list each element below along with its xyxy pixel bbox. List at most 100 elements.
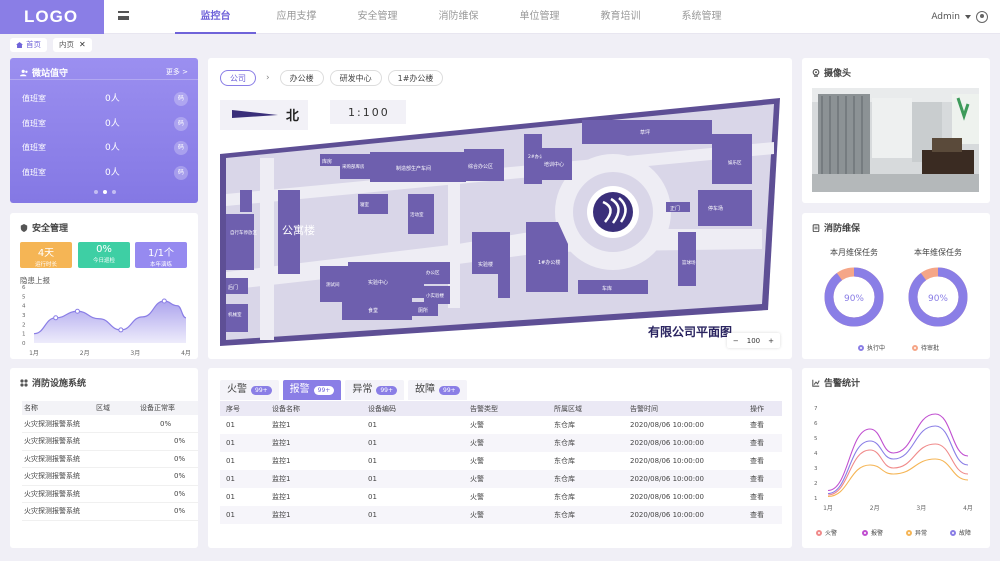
qrcode-button[interactable]: 码 — [174, 92, 188, 106]
series-line — [827, 458, 969, 498]
home-icon — [16, 42, 23, 48]
stat-runtime: 4天 运行时长 — [20, 242, 72, 268]
svg-text:2#办公楼: 2#办公楼 — [528, 153, 549, 160]
table-cell: 2020/08/06 10:00:00 — [624, 434, 744, 452]
month-donut-progress — [824, 267, 884, 327]
table-cell: 01 — [226, 493, 235, 501]
table-cell: 东仓库 — [554, 457, 575, 465]
chevron-right-icon: › — [266, 73, 270, 83]
view-link[interactable]: 查看 — [744, 506, 782, 524]
svg-text:寝室: 寝室 — [360, 201, 369, 208]
carousel-dots[interactable] — [94, 190, 116, 194]
view-link[interactable]: 查看 — [750, 457, 764, 465]
duty-row: 值班室 0人 码 — [22, 117, 188, 131]
view-link[interactable]: 查看 — [750, 493, 764, 501]
close-icon[interactable]: ✕ — [79, 40, 86, 49]
breadcrumb-rd[interactable]: 研发中心 — [329, 70, 382, 86]
nav-app-support[interactable]: 应用支撑 — [276, 11, 317, 22]
svg-text:后门: 后门 — [228, 284, 238, 291]
qrcode-button[interactable]: 码 — [174, 166, 188, 180]
svg-text:娱乐区: 娱乐区 — [728, 159, 742, 166]
series-line — [827, 425, 969, 495]
nav-unit[interactable]: 单位管理 — [519, 11, 560, 22]
x-tick-label: 2月 — [80, 350, 90, 357]
svg-text:采购部库房: 采购部库房 — [342, 163, 365, 170]
svg-text:综合办公区: 综合办公区 — [468, 163, 493, 170]
grid-icon — [20, 378, 28, 387]
x-tick-label: 1月 — [823, 505, 833, 512]
svg-text:制造部生产车间: 制造部生产车间 — [396, 165, 431, 172]
nav-education[interactable]: 教育培训 — [600, 11, 641, 22]
nav-monitor[interactable]: 监控台 — [175, 0, 256, 34]
duty-count: 0人 — [105, 143, 120, 153]
page-tabs: 首页 内页 ✕ — [10, 38, 92, 52]
table-cell: 01 — [220, 470, 266, 488]
chevron-down-icon — [965, 15, 971, 19]
year-donut: 90% — [908, 267, 968, 327]
tab-home[interactable]: 首页 — [10, 38, 47, 52]
table-cell: 火警 — [464, 470, 548, 488]
breadcrumb-company[interactable]: 公司 — [220, 70, 256, 86]
qrcode-button[interactable]: 码 — [174, 117, 188, 131]
view-link[interactable]: 查看 — [750, 421, 764, 429]
zoom-in-button[interactable]: + — [768, 336, 774, 345]
nav-fire-maintenance[interactable]: 消防维保 — [438, 11, 479, 22]
legend-abnormal: 异常 — [906, 528, 927, 537]
menu-toggle-icon[interactable] — [118, 11, 129, 20]
duty-more-link[interactable]: 更多 > — [165, 68, 188, 76]
table-cell: 火警 — [464, 434, 548, 452]
floor-plan-map[interactable]: 北 1:100 库房 采购部库房 制造部生产车间 综合办公区 2#办公楼 培训中… — [208, 94, 792, 359]
camera-panel: 摄像头 — [802, 58, 990, 203]
company-logo-icon — [593, 192, 633, 232]
camera-title: 摄像头 — [812, 66, 851, 79]
nav-system[interactable]: 系统管理 — [681, 11, 722, 22]
series-line — [827, 413, 969, 492]
view-link[interactable]: 查看 — [744, 434, 782, 452]
view-link[interactable]: 查看 — [744, 470, 782, 488]
zoom-out-button[interactable]: − — [732, 336, 739, 345]
table-cell: 2020/08/06 10:00:00 — [630, 457, 705, 465]
table-cell: 01 — [226, 421, 235, 429]
count-badge: 99+ — [376, 385, 398, 395]
user-avatar-icon[interactable] — [976, 11, 988, 23]
table-cell: 火警 — [470, 421, 484, 429]
svg-text:车库: 车库 — [602, 285, 612, 292]
breadcrumb-office[interactable]: 办公楼 — [279, 70, 324, 86]
table-cell: 01 — [226, 457, 235, 465]
breadcrumb-building1[interactable]: 1#办公楼 — [387, 70, 444, 86]
table-cell: 01 — [362, 434, 464, 452]
zoom-control: − 100 + — [726, 333, 780, 348]
year-pct: 90% — [928, 294, 948, 304]
month-task-label: 本月维保任务 — [830, 248, 878, 257]
user-menu[interactable]: Admin — [931, 0, 988, 34]
data-point — [118, 327, 124, 333]
qrcode-button[interactable]: 码 — [174, 141, 188, 155]
camera-feed[interactable] — [812, 88, 979, 192]
tab-inner[interactable]: 内页 ✕ — [53, 38, 92, 52]
nav-safety[interactable]: 安全管理 — [357, 11, 398, 22]
svg-text:测试间: 测试间 — [326, 281, 340, 288]
clipboard-icon — [812, 223, 820, 232]
table-cell: 2020/08/06 10:00:00 — [624, 506, 744, 524]
